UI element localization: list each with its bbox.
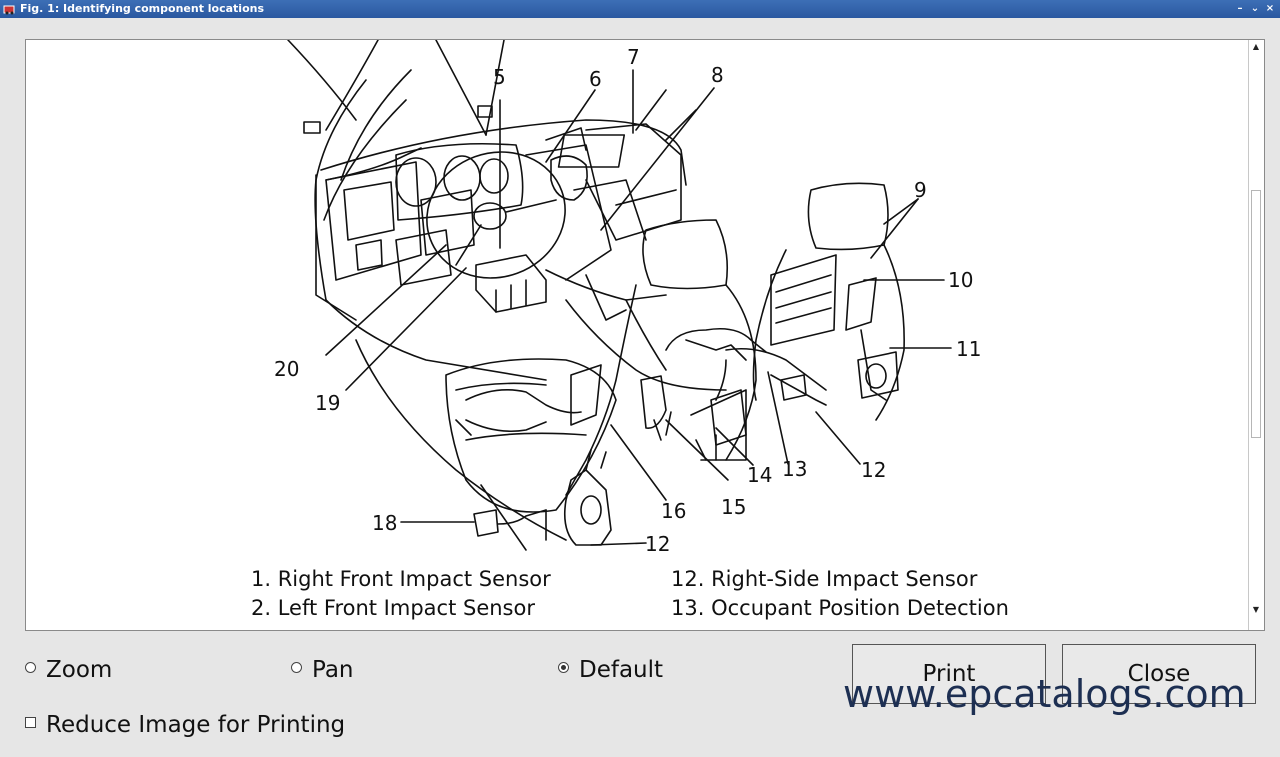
zoom-radio[interactable]: Zoom <box>25 657 112 683</box>
checkbox-icon[interactable] <box>25 717 36 728</box>
print-button[interactable]: Print <box>852 644 1046 704</box>
close-button[interactable]: Close <box>1062 644 1256 704</box>
radio-circle-icon[interactable] <box>25 662 36 673</box>
pan-radio[interactable]: Pan <box>291 657 354 683</box>
callout-label: 13 <box>782 457 807 481</box>
close-window-button[interactable]: × <box>1265 3 1275 14</box>
maximize-button[interactable]: ⌄ <box>1250 3 1260 14</box>
zoom-label: Zoom <box>46 657 113 683</box>
default-radio[interactable]: Default <box>558 657 663 683</box>
legend-item: 13. Occupant Position Detection <box>671 596 1009 620</box>
callout-label: 10 <box>948 268 973 292</box>
legend-item: 12. Right-Side Impact Sensor <box>671 567 978 591</box>
callout-label: 5 <box>493 65 506 89</box>
clipped-text-row <box>250 630 1130 631</box>
callout-label: 16 <box>661 499 686 523</box>
callout-label: 6 <box>589 67 602 91</box>
callout-label: 7 <box>627 45 640 69</box>
callout-label: 12 <box>645 532 670 556</box>
image-viewer[interactable]: 5 6 7 8 9 10 11 12 12 13 14 15 16 18 19 … <box>25 39 1265 631</box>
radio-circle-icon[interactable] <box>291 662 302 673</box>
callout-label: 12 <box>861 458 886 482</box>
callout-label: 14 <box>747 463 772 487</box>
app-icon <box>3 5 15 15</box>
callout-label: 18 <box>372 511 397 535</box>
default-label: Default <box>579 657 664 683</box>
scroll-down-icon[interactable]: ▼ <box>1252 605 1260 614</box>
pan-label: Pan <box>312 657 354 683</box>
watermark-text: www.epcatalogs.com <box>843 672 1246 716</box>
component-location-diagram: 5 6 7 8 9 10 11 12 12 13 14 15 16 18 19 … <box>274 40 981 556</box>
window-titlebar: Fig. 1: Identifying component locations … <box>0 0 1280 18</box>
vertical-scrollbar[interactable]: ▲ ▼ <box>1248 40 1264 630</box>
window-title: Fig. 1: Identifying component locations <box>20 2 265 15</box>
scroll-up-icon[interactable]: ▲ <box>1252 42 1260 51</box>
legend-item: 2. Left Front Impact Sensor <box>251 596 535 620</box>
callout-label: 15 <box>721 495 746 519</box>
reduce-image-label: Reduce Image for Printing <box>46 712 346 738</box>
scrollbar-thumb[interactable] <box>1251 190 1261 438</box>
legend-item: 1. Right Front Impact Sensor <box>251 567 551 591</box>
callout-label: 11 <box>956 337 981 361</box>
callout-label: 8 <box>711 63 724 87</box>
minimize-button[interactable]: – <box>1237 3 1243 14</box>
callout-label: 20 <box>274 357 299 381</box>
reduce-image-checkbox[interactable]: Reduce Image for Printing <box>25 712 345 738</box>
callout-label: 19 <box>315 391 340 415</box>
radio-selected-icon[interactable] <box>558 662 569 673</box>
callout-label: 9 <box>914 178 927 202</box>
